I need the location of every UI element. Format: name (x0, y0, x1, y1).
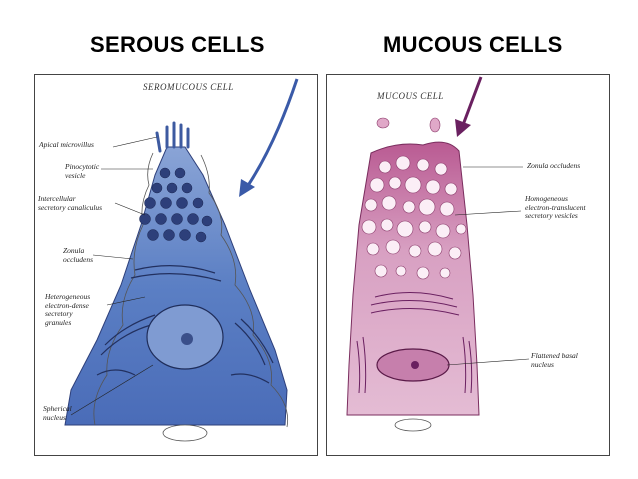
serous-cell-title: SEROMUCOUS CELL (143, 82, 234, 92)
label-flattened-nucleus: Flattened basal nucleus (531, 351, 578, 369)
serous-cell-panel: SEROMUCOUS CELL (34, 74, 318, 456)
label-secretory-granules: Heterogeneous electron-dense secretory g… (45, 292, 91, 327)
serous-cell-illustration (64, 78, 299, 442)
pointer-arrowhead (239, 179, 255, 197)
label-pinocytotic-vesicle: Pinocytotic vesicle (65, 162, 100, 180)
serous-cell-body (64, 146, 288, 426)
label-intercellular-canaliculus: Intercellular secretory canaliculus (38, 194, 103, 212)
pointer-arrow (245, 78, 299, 188)
label-zonula-occludens-serous: Zonula occludens (63, 246, 93, 264)
serous-cells-heading: SEROUS CELLS (90, 32, 265, 57)
mucous-cell-illustration (346, 76, 530, 432)
label-apical-microvillus: Apical microvillus (39, 140, 94, 149)
mucous-cells-heading: MUCOUS CELLS (383, 32, 563, 57)
label-spherical-nucleus: Spherical nucleus (43, 404, 72, 422)
mucous-cell-panel: MUCOUS CELL (326, 74, 610, 456)
mucous-cell-title: MUCOUS CELL (377, 91, 444, 101)
pointer-arrow (461, 76, 483, 126)
label-secretory-vesicles: Homogeneous electron-translucent secreto… (525, 194, 586, 220)
pointer-arrowhead (455, 119, 471, 137)
label-zonula-occludens-mucous: Zonula occludens (527, 161, 581, 170)
